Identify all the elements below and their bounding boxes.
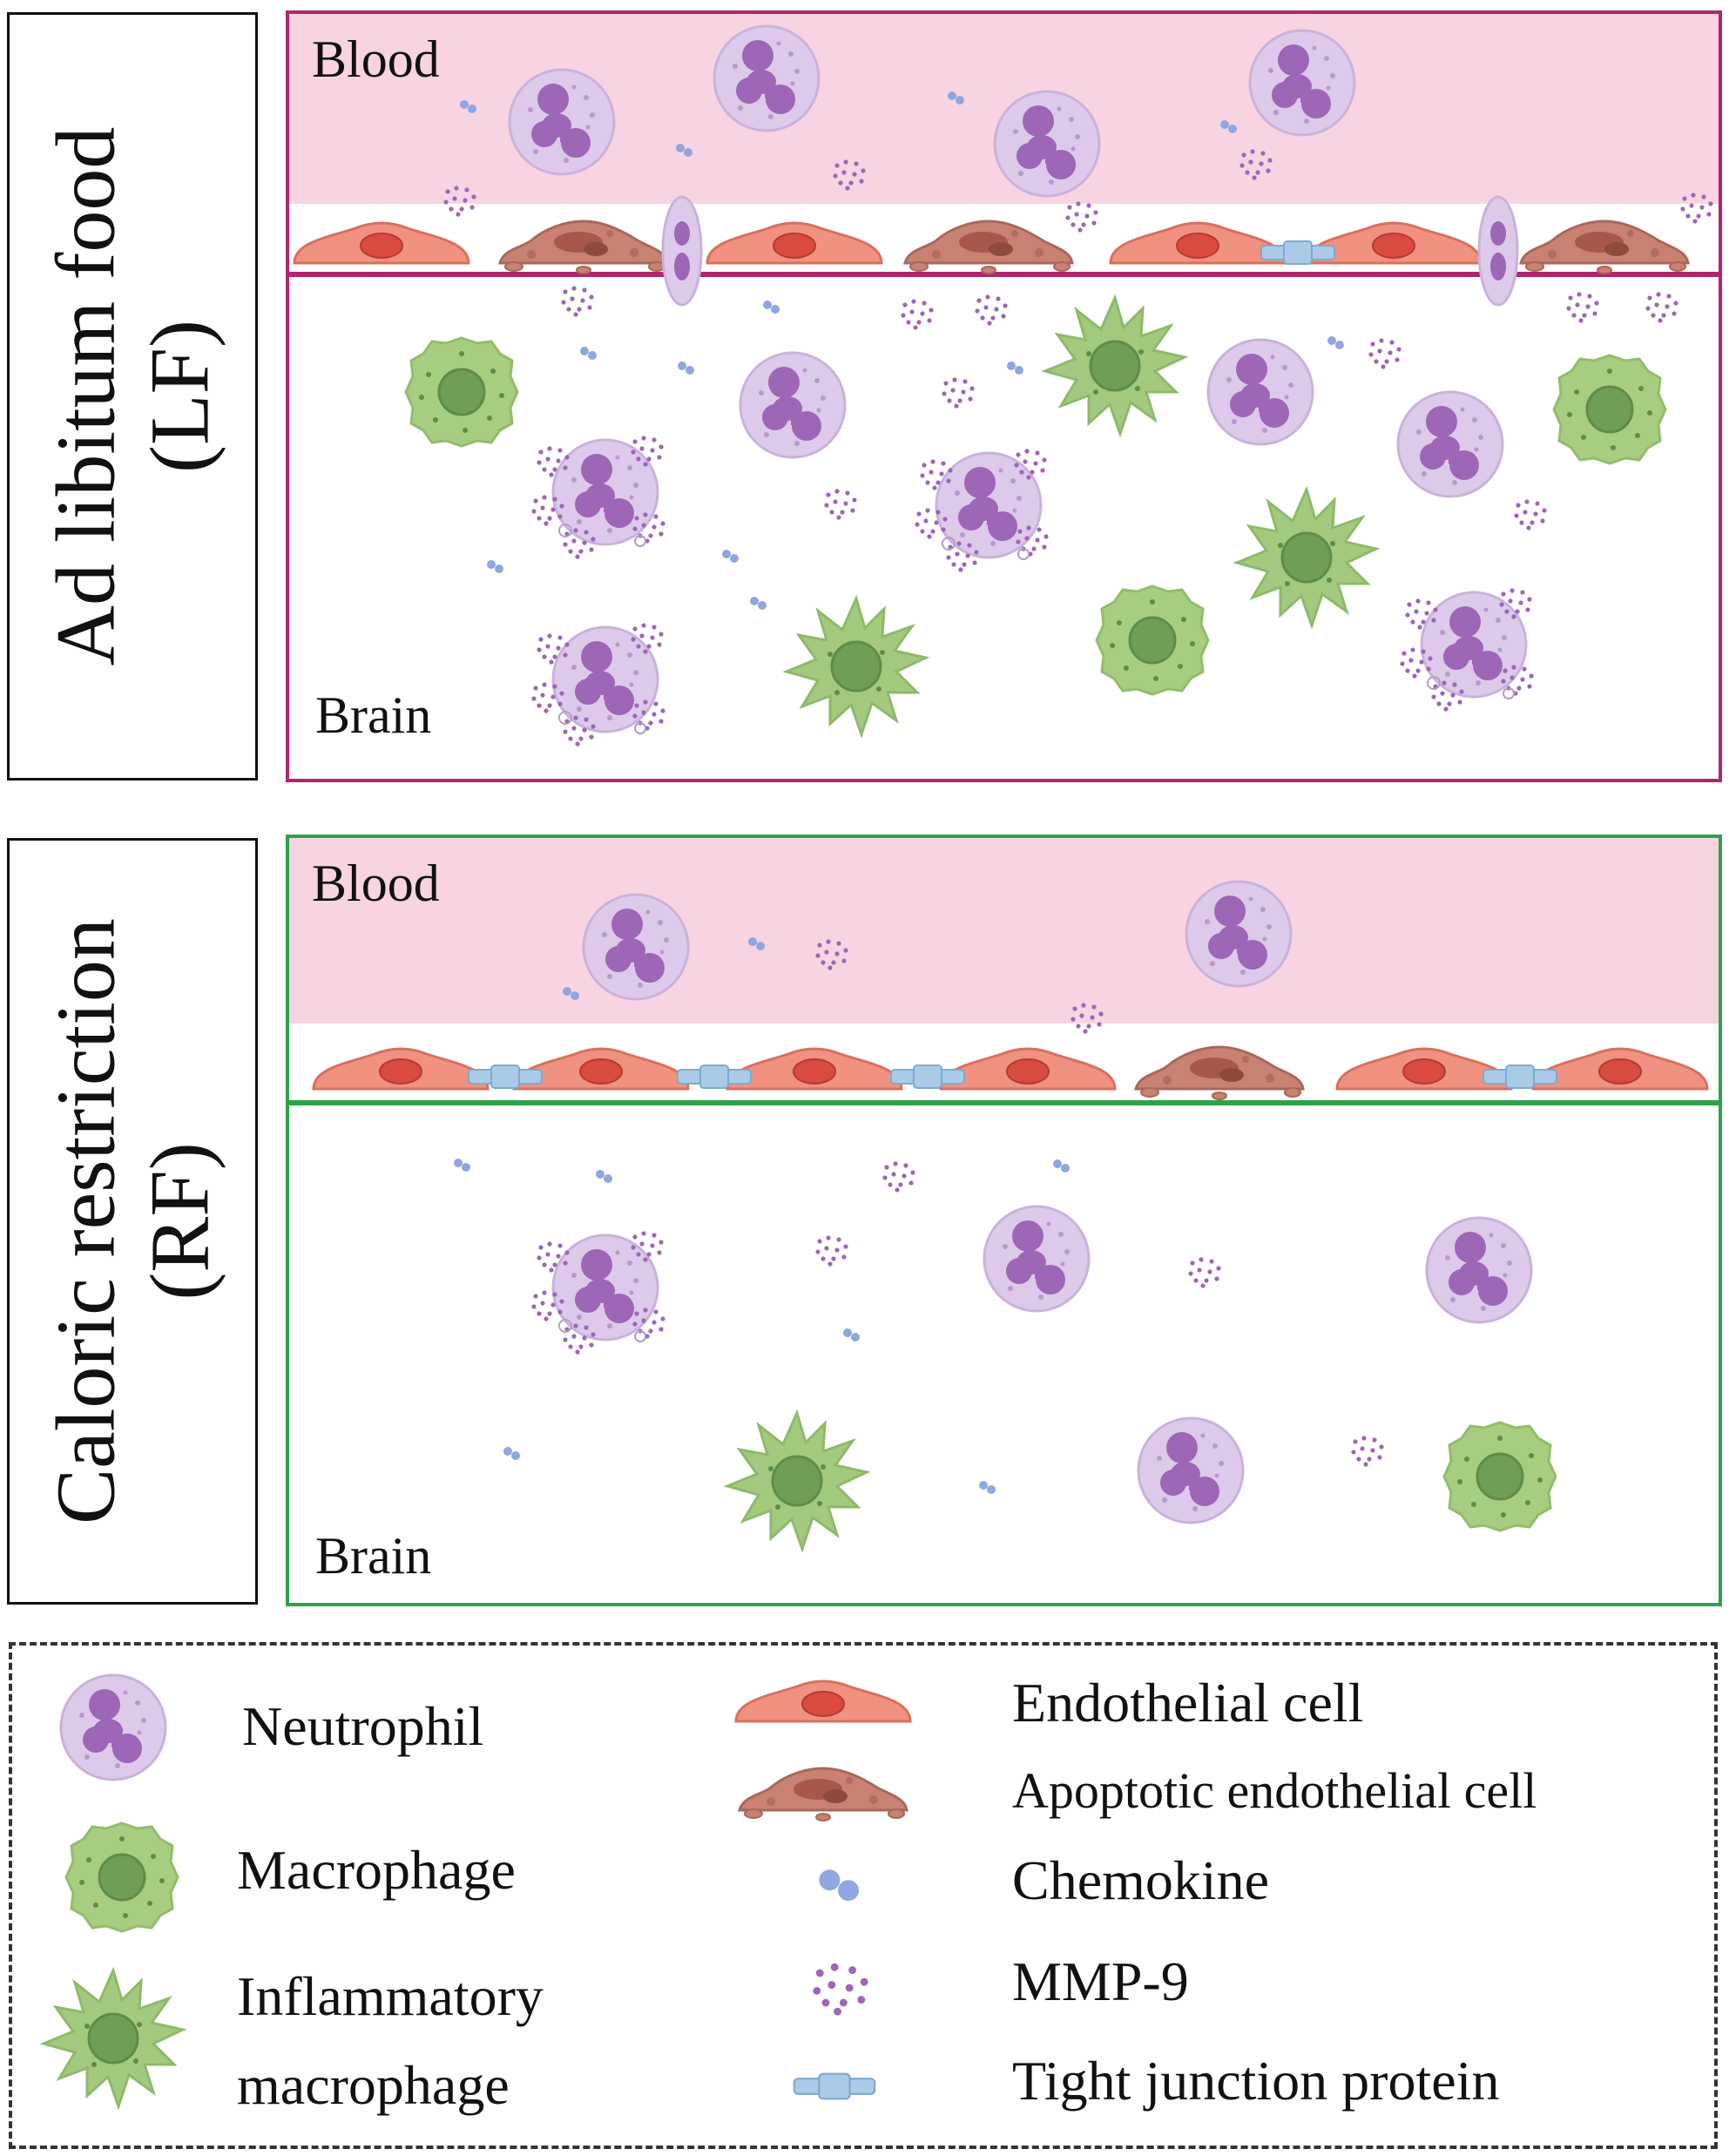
legend-inflammatory-label-line1: Inflammatory [237,1965,544,2027]
neutrophil [1137,1416,1245,1524]
rf-brain-label: Brain [315,1527,432,1585]
neutrophil [508,68,616,176]
legend-endothelial-label: Endothelial cell [1012,1672,1364,1734]
neutrophil [1396,390,1504,498]
rf-side-label-box: Caloric restriction (RF) [7,838,258,1605]
macrophage [1442,1421,1557,1532]
neutrophil [713,24,821,132]
legend-chemokine-label: Chemokine [1012,1849,1270,1911]
neutrophil [1248,29,1356,137]
lf-side-label-box: Ad libitum food (LF) [7,12,258,781]
neutrophil [993,90,1101,198]
transmigrating-neutrophil [1477,195,1519,307]
rf-blood-region [287,836,1720,1024]
legend-neutrophil-label: Neutrophil [242,1695,484,1757]
neutrophil [1425,1216,1533,1324]
lf-side-label: Ad libitum food (LF) [38,127,226,666]
macrophage [1552,354,1667,465]
neutrophil [1206,338,1314,446]
legend-apoptotic-label: Apoptotic endothelial cell [1012,1762,1537,1819]
lf-brain-label: Brain [315,686,432,744]
macrophage [1095,585,1210,696]
legend-macrophage-label: Macrophage [237,1839,516,1901]
neutrophil [1185,880,1293,988]
legend-tight-junction-label: Tight junction protein [1012,2050,1500,2112]
neutrophil [983,1205,1091,1313]
legend-inflammatory-label-line2: macrophage [237,2054,510,2116]
lf-blood-label: Blood [312,30,440,88]
neutrophil [739,351,847,459]
rf-blood-label: Blood [312,855,440,912]
panel-lf [286,10,1722,782]
rf-side-label: Caloric restriction (RF) [38,918,226,1524]
lf-side-label-line2: (LF) [132,320,226,473]
neutrophil [582,893,690,1001]
panel-rf [286,835,1722,1606]
legend-mmp9-label: MMP-9 [1012,1950,1189,2012]
rf-side-label-line2: (RF) [132,1142,226,1301]
lf-side-label-line1: Ad libitum food [38,126,132,666]
legend [9,1642,1718,2149]
transmigrating-neutrophil [661,195,703,307]
rf-side-label-line1: Caloric restriction [38,918,132,1524]
macrophage [404,336,519,448]
